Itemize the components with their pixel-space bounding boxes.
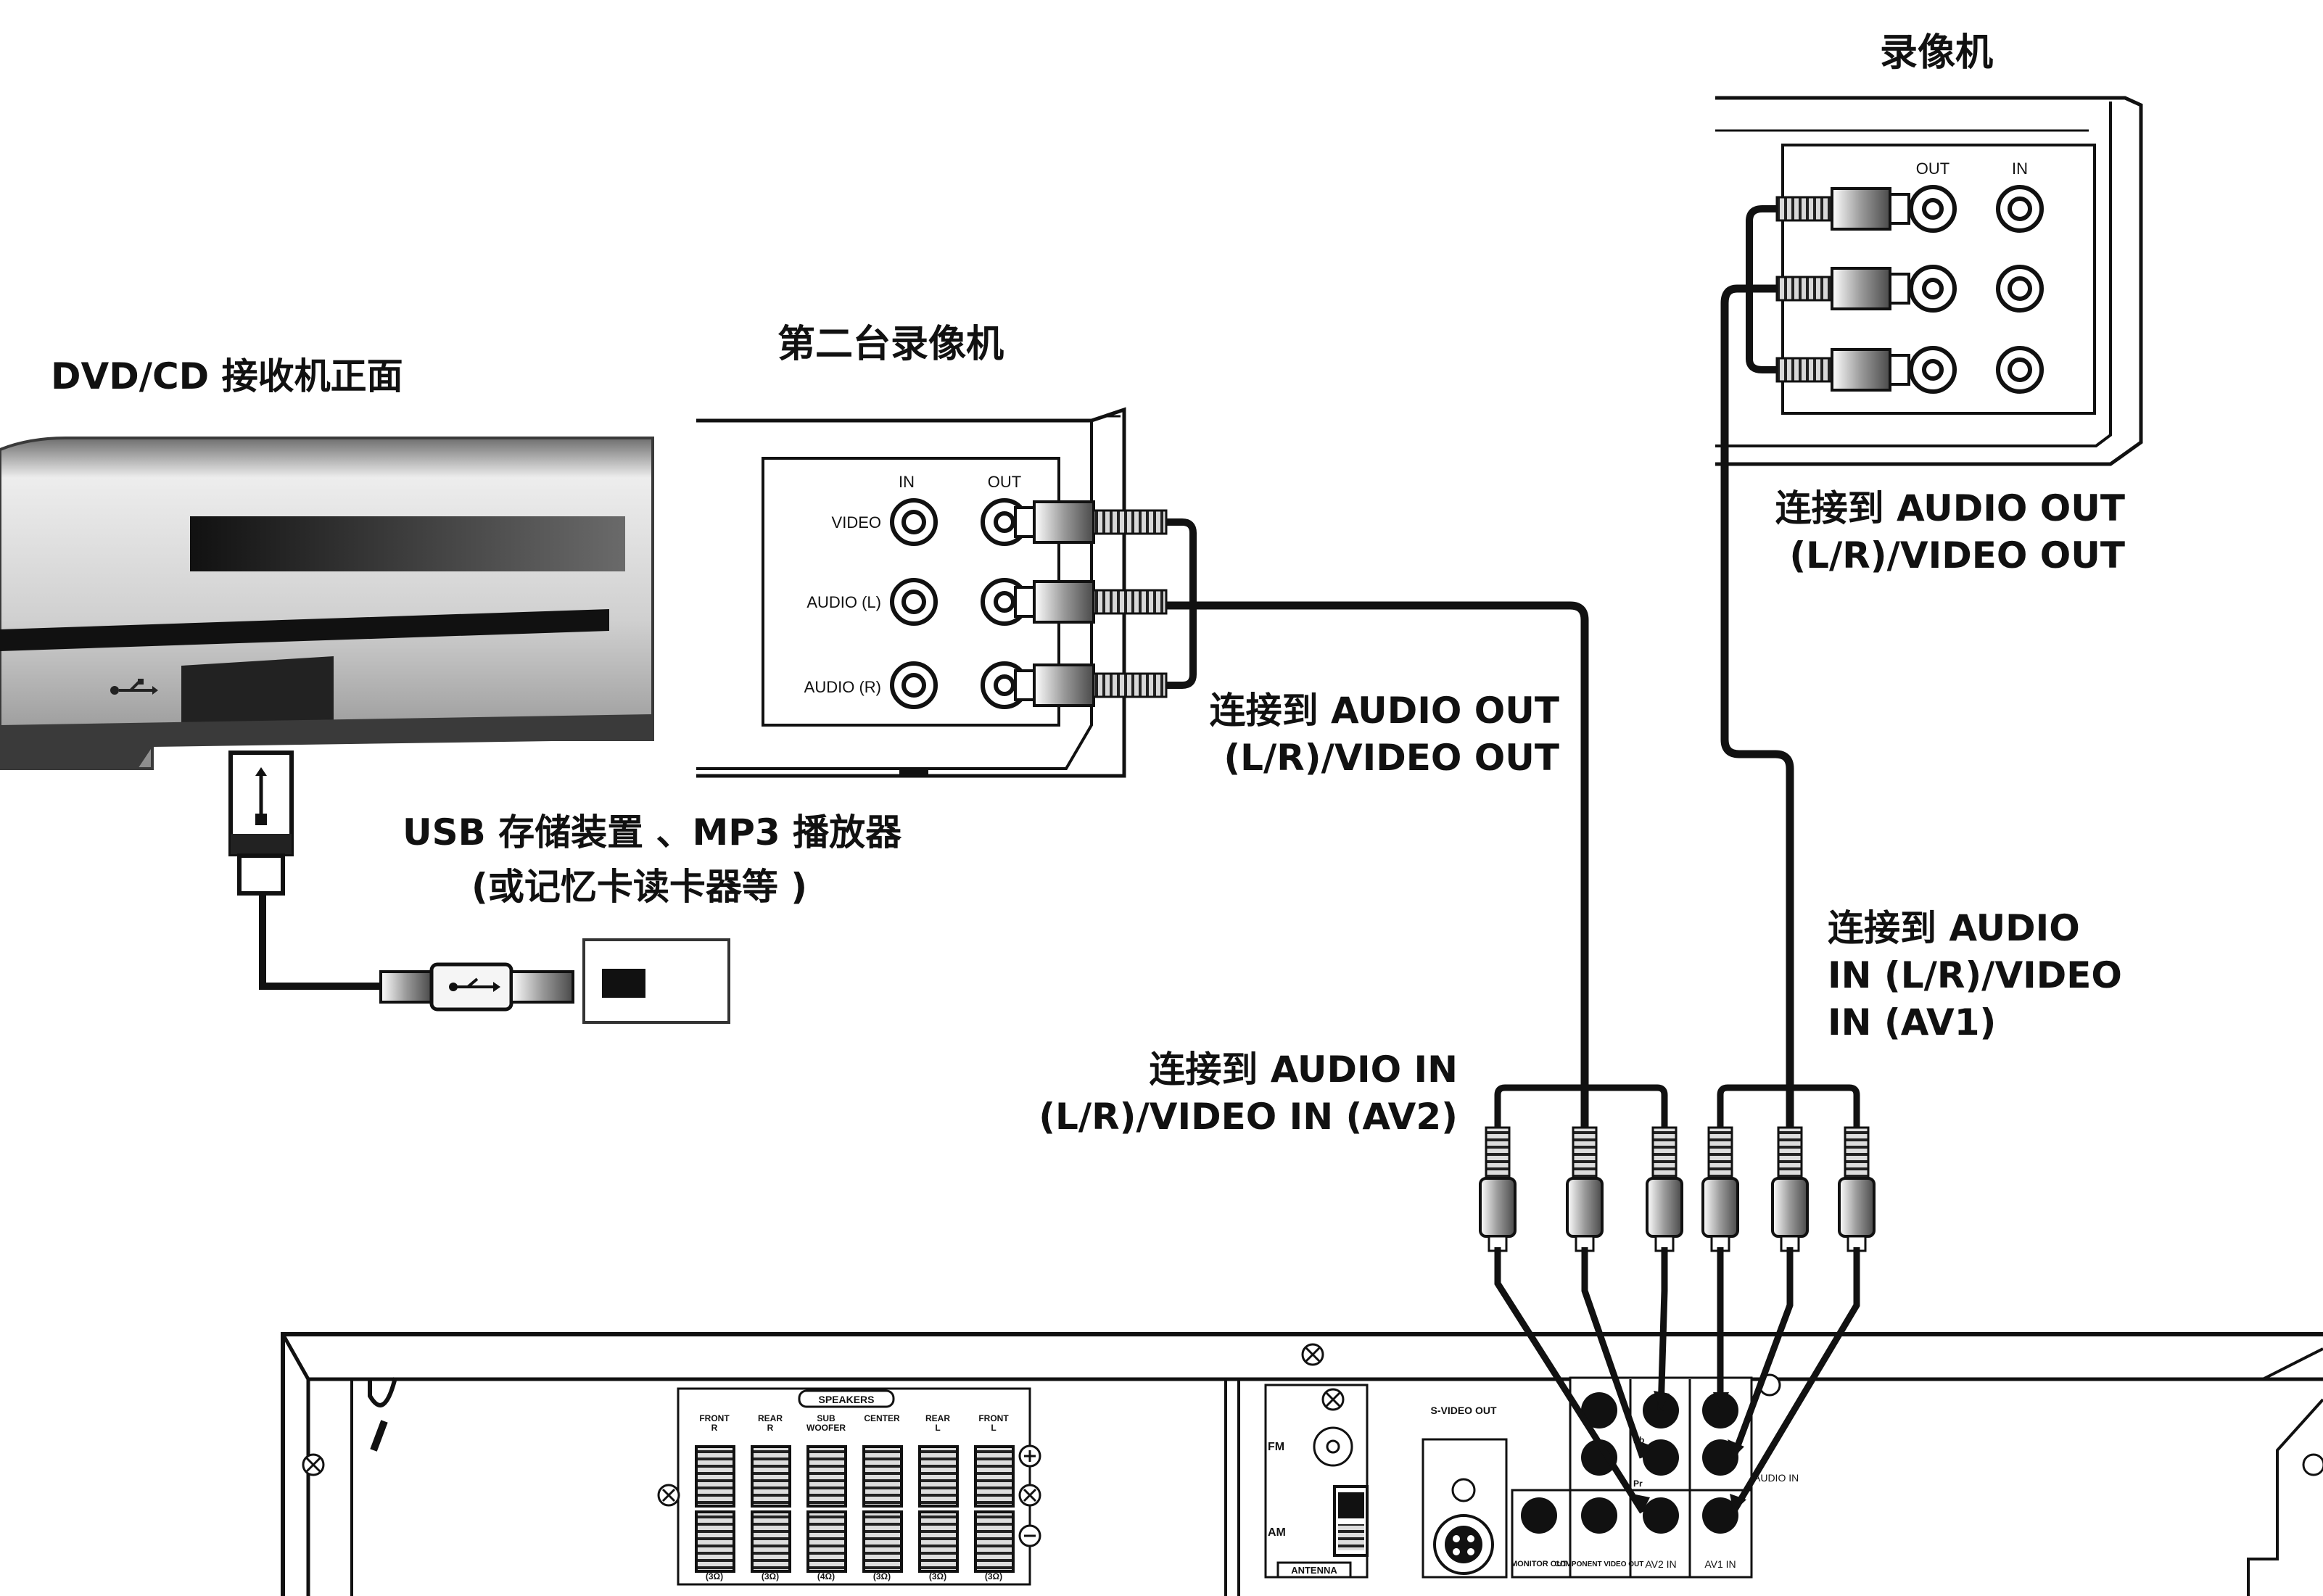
speaker-terminal [751,1445,791,1508]
svideo-section: S-VIDEO OUT [1422,1405,1508,1579]
av1-label-1: 连接到 AUDIO [1828,907,2080,949]
speaker-terminals: SPEAKERS FRONTR(3Ω)REARR(3Ω)SUBWOOFER(4Ω… [657,1387,1041,1586]
svideo-label: S-VIDEO OUT [1430,1405,1496,1416]
rca-plug [1701,1126,1739,1252]
vcr1-col-out: OUT [1916,160,1949,178]
av1-label-3: IN (AV1) [1828,1001,1996,1043]
vcr2-title: 第二台录像机 [777,323,1004,366]
vcr2-row-audio-r: AUDIO (R) [804,678,881,696]
speaker-terminal [974,1445,1015,1508]
vcr1-connect-label-2: (L/R)/VIDEO OUT [1789,534,2125,576]
vcr-first: 录像机 OUT IN 连接到 AUDIO OUT (L/R)/VID [1715,31,2143,576]
usb-plug-icon [449,977,500,992]
rca-plug [1771,1126,1809,1252]
long-cables [1166,284,1794,1131]
vcr1-connect-label-1: 连接到 AUDIO OUT [1775,487,2125,529]
speaker-terminal [862,1445,903,1508]
rca-plug [1646,1126,1683,1252]
speaker-impedance-label: (3Ω) [706,1571,723,1581]
speaker-impedance-label: (3Ω) [873,1571,891,1581]
monitor-out-label: MONITOR OUT [1511,1560,1567,1568]
speaker-terminal-column: CENTER (3Ω) [862,1413,903,1581]
rca-plug-bundle [1479,1084,1876,1514]
speaker-terminal [974,1510,1015,1573]
speakers-header: SPEAKERS [818,1394,874,1405]
av2-label-1: 连接到 AUDIO IN [1149,1049,1458,1091]
usb-port-icon [110,679,158,695]
dvd-receiver-front: DVD/CD 接收机正面 [0,355,654,770]
speaker-terminal [751,1510,791,1573]
speaker-column-label: R [767,1423,774,1433]
av2-label-2: (L/R)/VIDEO IN (AV2) [1039,1096,1458,1138]
usb-label-line-2: (或记忆卡读卡器等 ) [471,866,807,908]
speaker-column-label: WOOFER [806,1423,846,1433]
usb-stick-icon [255,767,267,825]
fm-label: FM [1268,1441,1284,1453]
receiver-rear-panel: SPEAKERS FRONTR(3Ω)REARR(3Ω)SUBWOOFER(4Ω… [281,1332,2323,1596]
vcr2-row-audio-l: AUDIO (L) [806,593,881,611]
speaker-terminal [806,1510,847,1573]
rca-plug [1838,1126,1876,1252]
vcr1-plugs [1775,187,1910,392]
av1-in-label: AV1 IN [1704,1558,1736,1570]
polarity-icons [657,1444,1041,1547]
screw-icon [302,1343,2323,1476]
vcr1-title: 录像机 [1880,31,1993,75]
speaker-column-label: L [935,1423,940,1433]
vcr1-col-in: IN [2012,160,2028,178]
audio-in-label: AUDIO IN [1754,1472,1799,1484]
vcr2-col-in: IN [899,473,915,491]
speaker-terminal [695,1510,735,1573]
speaker-impedance-label: (4Ω) [817,1571,835,1581]
speaker-terminal [918,1445,959,1508]
speaker-impedance-label: (3Ω) [762,1571,779,1581]
usb-device: USB 存储装置 、MP3 播放器 (或记忆卡读卡器等 ) [228,751,902,1024]
speaker-column-label: REAR [758,1413,783,1423]
antenna-section: FM AM ANTENNA [1264,1384,1369,1579]
am-label: AM [1268,1526,1286,1539]
vcr-second: 第二台录像机 IN OUT VIDEO AUDIO (L) AUDIO (R) [696,323,1559,779]
vcr2-row-video: VIDEO [832,513,881,532]
speaker-column-label: FRONT [978,1413,1009,1423]
dvd-front-title: DVD/CD 接收机正面 [51,355,403,397]
speaker-terminal [918,1510,959,1573]
av1-label-2: IN (L/R)/VIDEO [1828,954,2122,996]
speaker-column-label: REAR [925,1413,950,1423]
rca-plug [1479,1126,1517,1252]
speaker-column-label: SUB [817,1413,835,1423]
speaker-column-label: L [991,1423,996,1433]
rca-plug [1566,1126,1604,1252]
speaker-column-label: CENTER [864,1413,900,1423]
usb-label-line-1: USB 存储装置 、MP3 播放器 [403,811,902,853]
component-out-label: COMPONENT VIDEO OUT [1555,1560,1644,1568]
speaker-terminal [806,1445,847,1508]
vcr2-connect-label-2: (L/R)/VIDEO OUT [1224,737,1559,779]
antenna-label: ANTENNA [1291,1565,1337,1576]
vcr2-plugs [1014,500,1168,707]
speaker-column-label: R [711,1423,718,1433]
vcr2-col-out: OUT [988,473,1021,491]
vcr1-jacks [1909,185,2044,394]
av-labels: 连接到 AUDIO IN (L/R)/VIDEO IN (AV1) 连接到 AU… [1039,907,2122,1138]
av2-in-label: AV2 IN [1645,1558,1676,1570]
vcr2-connect-label-1: 连接到 AUDIO OUT [1210,690,1559,732]
speaker-impedance-label: (3Ω) [985,1571,1002,1581]
speaker-column-label: FRONT [699,1413,730,1423]
speaker-impedance-label: (3Ω) [929,1571,946,1581]
speaker-terminal [862,1510,903,1573]
pr-label: Pr [1633,1479,1643,1489]
speaker-terminal [695,1445,735,1508]
